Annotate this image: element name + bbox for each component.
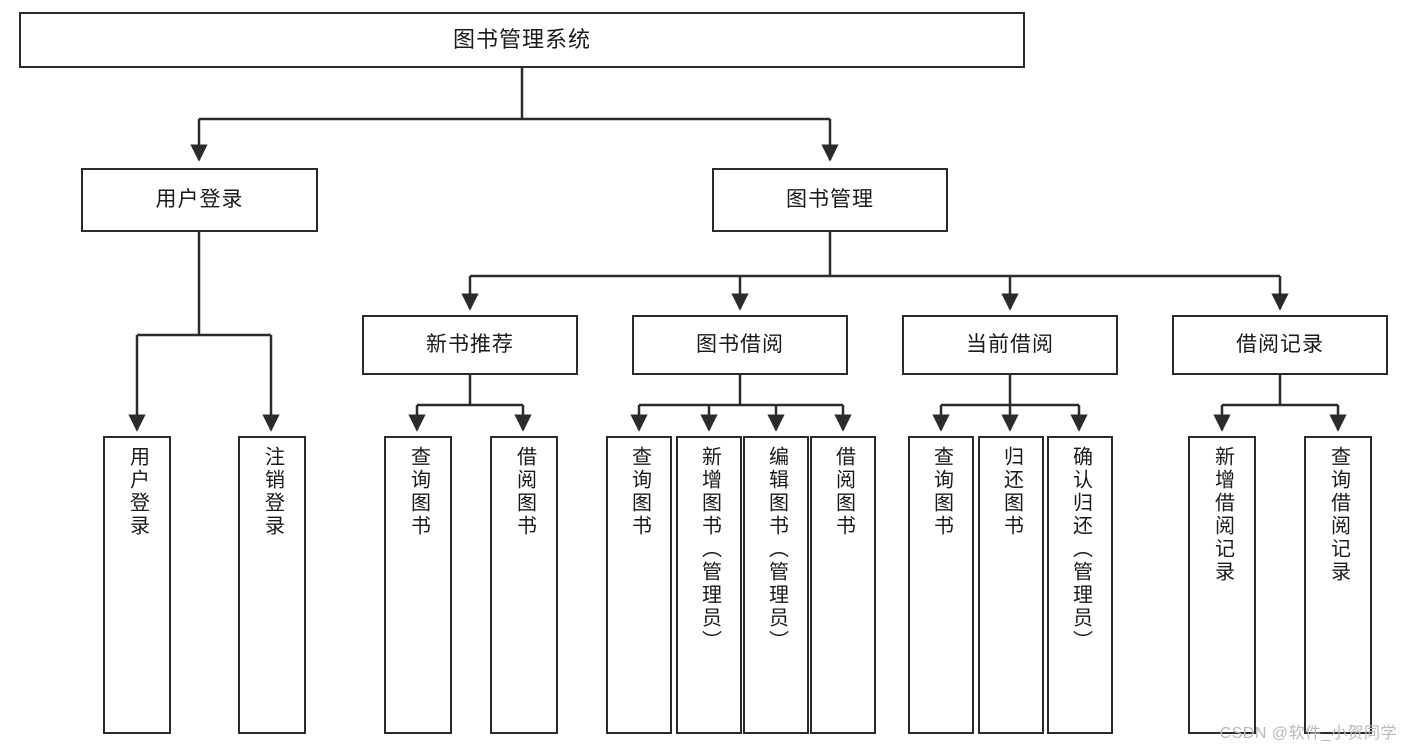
node-leaf-add-record[interactable]: 新增借阅记录 [1188,436,1256,734]
node-leaf-query-book-3[interactable]: 查询图书 [908,436,974,734]
node-current-borrow[interactable]: 当前借阅 [902,315,1118,375]
node-leaf-query-book-2[interactable]: 查询图书 [606,436,672,734]
node-label: 图书管理系统 [452,26,591,52]
node-label: 查询借阅记录 [1327,446,1350,584]
node-label: 新书推荐 [426,333,514,357]
node-label: 用户登录 [126,446,149,538]
node-label: 用户登录 [155,188,244,212]
node-leaf-user-login[interactable]: 用户登录 [103,436,171,734]
node-root-system[interactable]: 图书管理系统 [19,12,1025,68]
node-label: 注销登录 [261,446,284,538]
node-leaf-query-record[interactable]: 查询借阅记录 [1304,436,1372,734]
node-leaf-confirm-return[interactable]: 确认归还（管理员） [1047,436,1113,734]
node-user-login[interactable]: 用户登录 [81,168,318,232]
node-label: 图书借阅 [696,333,784,357]
node-label: 确认归还（管理员） [1069,446,1092,653]
node-leaf-add-book[interactable]: 新增图书（管理员） [676,436,742,734]
node-leaf-return-book[interactable]: 归还图书 [978,436,1044,734]
node-leaf-query-book-1[interactable]: 查询图书 [384,436,452,734]
node-label: 查询图书 [628,446,651,538]
node-label: 当前借阅 [966,333,1054,357]
csdn-watermark: CSDN @软件_小贺同学 [1219,725,1397,742]
node-book-manage[interactable]: 图书管理 [712,168,948,232]
node-label: 查询图书 [407,446,430,538]
node-label: 查询图书 [930,446,953,538]
node-label: 新增图书（管理员） [698,446,721,653]
node-leaf-borrow-book-2[interactable]: 借阅图书 [810,436,876,734]
node-new-book-recommend[interactable]: 新书推荐 [362,315,578,375]
node-label: 图书管理 [786,188,874,212]
node-label: 新增借阅记录 [1211,446,1234,584]
node-book-borrow[interactable]: 图书借阅 [632,315,848,375]
node-label: 编辑图书（管理员） [765,446,788,653]
node-label: 归还图书 [1000,446,1023,538]
node-leaf-edit-book[interactable]: 编辑图书（管理员） [743,436,809,734]
node-label: 借阅记录 [1236,333,1324,357]
node-borrow-record[interactable]: 借阅记录 [1172,315,1388,375]
node-leaf-borrow-book-1[interactable]: 借阅图书 [490,436,558,734]
node-leaf-user-logout[interactable]: 注销登录 [238,436,306,734]
node-label: 借阅图书 [513,446,536,538]
node-label: 借阅图书 [832,446,855,538]
